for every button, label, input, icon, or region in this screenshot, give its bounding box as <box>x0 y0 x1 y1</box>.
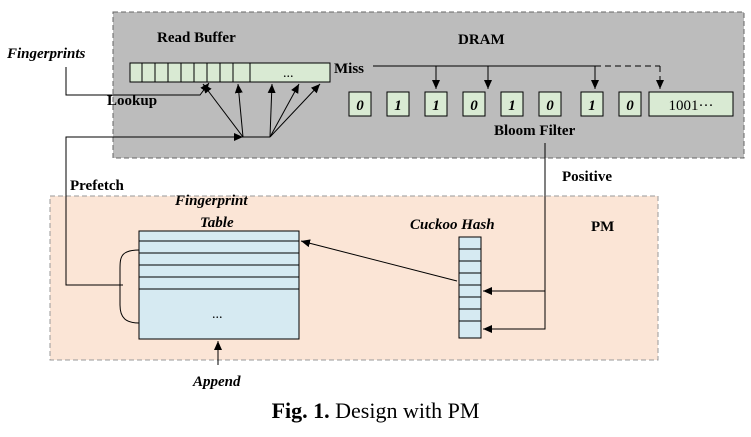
miss-label: Miss <box>334 61 364 77</box>
svg-text:1: 1 <box>508 98 516 114</box>
cuckoo-to-table-arrow <box>300 239 458 282</box>
bloom-bit: 1 <box>424 91 448 117</box>
cuckoo-hash <box>458 236 482 339</box>
fingerprint-table-label-1: Fingerprint <box>174 193 248 209</box>
read-buffer-cells <box>141 63 251 82</box>
dram-label: DRAM <box>458 32 505 48</box>
svg-text:1001···: 1001··· <box>669 98 714 114</box>
positive-label: Positive <box>562 169 612 185</box>
bloom-bit: 1 <box>386 91 410 117</box>
bloom-bit: 0 <box>618 91 642 117</box>
append-label: Append <box>192 374 241 390</box>
svg-text:0: 0 <box>626 98 634 114</box>
prefetch-label: Prefetch <box>70 178 125 194</box>
miss-arrows <box>373 65 664 89</box>
figure-caption: Fig. 1. Design with PM <box>0 398 751 424</box>
cuckoo-hash-label: Cuckoo Hash <box>410 217 495 233</box>
positive-arrows <box>483 143 546 333</box>
bloom-bit: 0 <box>348 91 372 117</box>
svg-text:1: 1 <box>432 98 440 114</box>
prefetch-arrow <box>65 133 243 286</box>
pm-label: PM <box>591 219 614 235</box>
read-buffer-ellipsis: ... <box>283 66 294 81</box>
svg-text:0: 0 <box>546 98 554 114</box>
dram-region <box>112 11 745 159</box>
fingerprint-table: ... <box>138 230 300 340</box>
prefetch-fan-arrows <box>202 83 321 138</box>
bloom-bit: 1 <box>500 91 524 117</box>
svg-text:1: 1 <box>394 98 402 114</box>
svg-text:0: 0 <box>356 98 364 114</box>
table-brace <box>119 249 140 324</box>
svg-text:1: 1 <box>588 98 596 114</box>
fingerprints-label: Fingerprints <box>6 46 86 62</box>
bloom-bit: 0 <box>538 91 562 117</box>
bloom-bit: 1 <box>580 91 604 117</box>
caption-text: Design with PM <box>335 398 480 423</box>
read-buffer: ... <box>129 62 331 83</box>
bloom-bit: 0 <box>462 91 486 117</box>
svg-text:0: 0 <box>470 98 478 114</box>
caption-prefix: Fig. 1. <box>271 398 330 423</box>
bloom-filter-label: Bloom Filter <box>494 123 576 139</box>
fingerprint-table-ellipsis: ... <box>212 307 223 322</box>
bloom-tail: 1001··· <box>648 91 734 117</box>
fingerprint-table-label-2: Table <box>200 215 234 231</box>
read-buffer-label: Read Buffer <box>157 30 236 46</box>
lookup-label: Lookup <box>107 93 157 109</box>
bloom-filter: 0 1 1 0 1 0 1 0 <box>348 91 734 117</box>
